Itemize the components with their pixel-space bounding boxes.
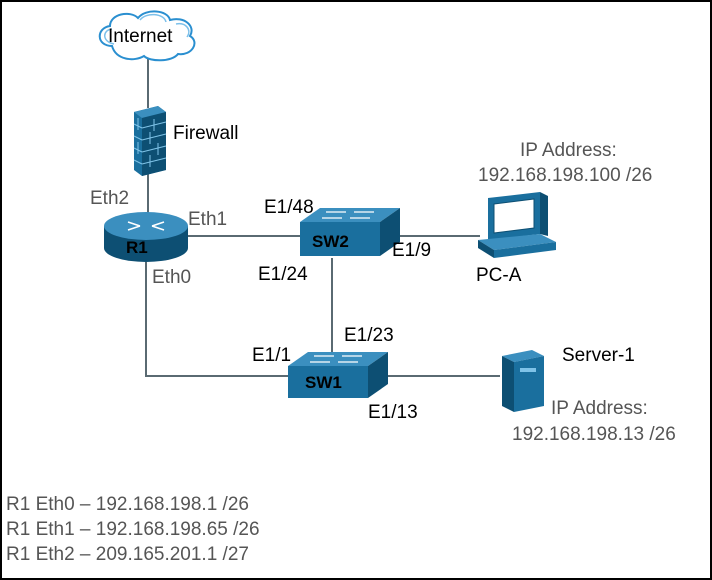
interface-list-item: R1 Eth1 – 192.168.198.65 /26 bbox=[6, 519, 260, 540]
interface-list-item: R1 Eth0 – 192.168.198.1 /26 bbox=[6, 494, 249, 515]
sw2-label: SW2 bbox=[312, 232, 349, 251]
port-label-sw1-e1-13: E1/13 bbox=[368, 402, 418, 423]
firewall-icon bbox=[133, 106, 167, 176]
switch-icon bbox=[288, 352, 388, 398]
link-r1-sw1 bbox=[145, 262, 290, 377]
r1-label: R1 bbox=[126, 238, 148, 257]
links bbox=[145, 56, 500, 377]
port-label-r1-eth2: Eth2 bbox=[90, 188, 129, 209]
port-label-sw1-e1-1: E1/1 bbox=[252, 345, 291, 366]
pc-a-label: PC-A bbox=[476, 265, 522, 286]
router-icon bbox=[104, 212, 188, 262]
firewall-label: Firewall bbox=[173, 123, 238, 144]
port-label-r1-eth1: Eth1 bbox=[188, 209, 227, 230]
sw1-label: SW1 bbox=[305, 373, 342, 392]
server-icon bbox=[502, 350, 544, 412]
interface-list-item: R1 Eth2 – 209.165.201.1 /27 bbox=[6, 544, 249, 565]
switch-icon bbox=[300, 208, 400, 256]
internet-label: Internet bbox=[108, 26, 173, 47]
internet-cloud-icon bbox=[98, 10, 196, 62]
server-ip-value: 192.168.198.13 /26 bbox=[512, 424, 676, 445]
port-label-sw2-e1-24: E1/24 bbox=[258, 264, 308, 285]
port-label-sw2-e1-9: E1/9 bbox=[392, 240, 431, 261]
port-label-sw1-e1-23: E1/23 bbox=[344, 325, 394, 346]
port-label-sw2-e1-48: E1/48 bbox=[264, 197, 314, 218]
pc-a-ip-value: 192.168.198.100 /26 bbox=[478, 165, 652, 186]
server-ip-caption: IP Address: bbox=[551, 398, 648, 419]
pc-a-ip-caption: IP Address: bbox=[520, 140, 617, 161]
port-label-r1-eth0: Eth0 bbox=[152, 267, 191, 288]
server-1-label: Server-1 bbox=[562, 345, 635, 366]
pc-icon bbox=[478, 192, 556, 258]
